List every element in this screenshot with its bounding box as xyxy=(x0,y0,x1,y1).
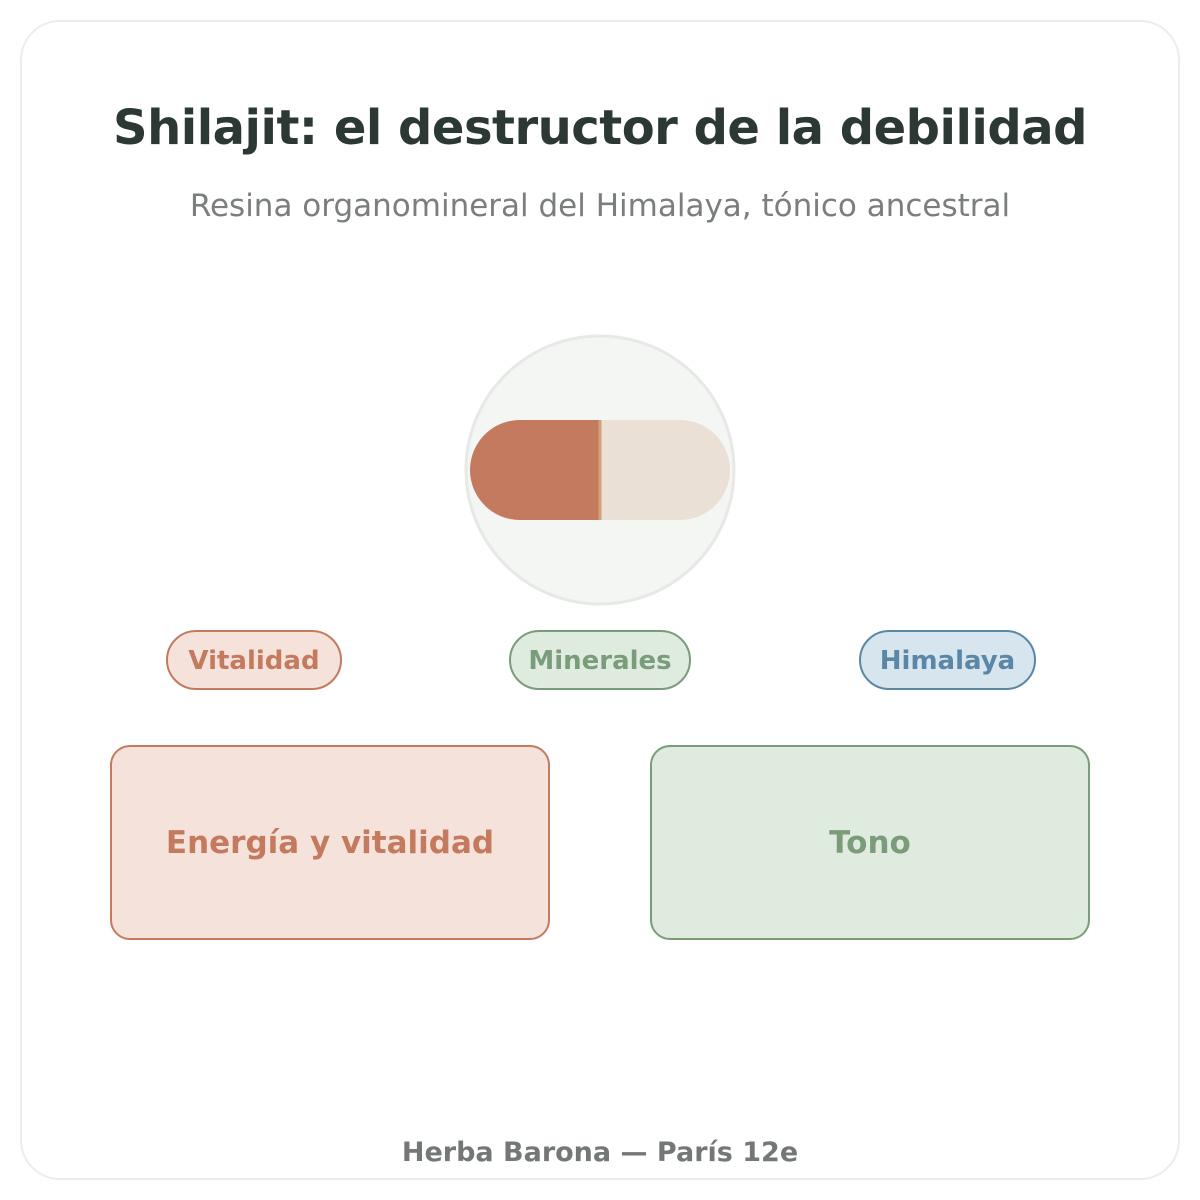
benefit-label-tono: Tono xyxy=(829,824,911,861)
tag-minerales: Minerales xyxy=(509,630,691,690)
footer-brand: Herba Barona — París 12e xyxy=(401,1137,799,1168)
page-subtitle: Resina organomineral del Himalaya, tónic… xyxy=(189,188,1011,224)
capsule-icon xyxy=(464,334,736,606)
capsule-left-half xyxy=(470,420,600,520)
tag-vitalidad: Vitalidad xyxy=(166,630,342,690)
benefit-box-tono: Tono xyxy=(650,745,1090,940)
capsule-right-half xyxy=(600,420,730,520)
benefit-box-energia: Energía y vitalidad xyxy=(110,745,550,940)
tag-himalaya: Himalaya xyxy=(859,630,1036,690)
benefit-label-energia: Energía y vitalidad xyxy=(165,824,495,861)
page-title: Shilajit: el destructor de la debilidad xyxy=(113,100,1087,156)
